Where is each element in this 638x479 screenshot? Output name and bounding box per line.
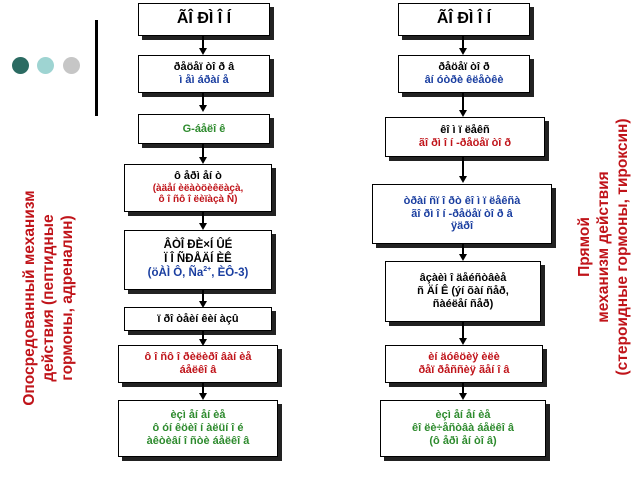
- right-box-dna-interaction: âçàèì î äåéñòâèå ñ ÄÍ Ê (ýí õàí ñåð, ñàé…: [385, 261, 541, 322]
- right-box-gene-induction: èí äóêöèÿ èëè ðåï ðåññèÿ ãåí î â: [385, 345, 543, 383]
- second-messenger-list: (öÀÌ Ô, Ña2+, ÈÔ-3): [147, 266, 249, 280]
- right-header-hormone: ÃÎ ÐÌ Î Í: [398, 3, 530, 36]
- left-box-phosphorylation: ô î ñô î ðèëèðî âàí èå áåëêî â: [118, 345, 278, 383]
- left-box-protein-kinases: ï ðî òåèí êèí àçû: [124, 307, 272, 331]
- right-box-protein-amount-change: èçì åí åí èå êî ëè÷åñòâà áåëêî â (ô åðì …: [380, 400, 546, 457]
- dot-light: [63, 57, 80, 74]
- left-box-second-messenger: ÂÒÎ ÐÈ×Í ÛÉ Ï Î ÑÐÅÄÍ ÈÊ (öÀÌ Ô, Ña2+, È…: [124, 230, 272, 290]
- divider-line: [95, 20, 98, 116]
- left-box-enzyme: ô åðì åí ò (àäåí èëàòöèêëàçà, ô î ñô î ë…: [124, 164, 272, 212]
- right-box-complex-transport: òðàí ñï î ðò êî ì ï ëåêñà ãî ðì î í -ðåö…: [372, 184, 552, 244]
- left-box-activity-change: èçì åí åí èå ô óí êöèî í àëüí î é àêòèâí…: [118, 400, 278, 457]
- right-side-label: Прямой механизм действия (стероидные гор…: [576, 118, 631, 376]
- left-box-membrane-receptor: ðåöåï òî ð â ì åì áðàí å: [138, 55, 270, 93]
- right-box-intracellular-receptor: ðåöåï òî ð âí óòðè êëåòêè: [398, 55, 530, 93]
- left-side-label: Опосредованный механизм действия (пептид…: [21, 190, 76, 406]
- left-header-hormone: ÃÎ ÐÌ Î Í: [138, 3, 270, 36]
- left-box-g-protein: G-áåëî ê: [138, 114, 270, 144]
- right-box-hormone-receptor-complex: êî ì ï ëåêñ ãî ðì î í -ðåöåï òî ð: [385, 117, 545, 157]
- dot-mid: [37, 57, 54, 74]
- dot-dark: [12, 57, 29, 74]
